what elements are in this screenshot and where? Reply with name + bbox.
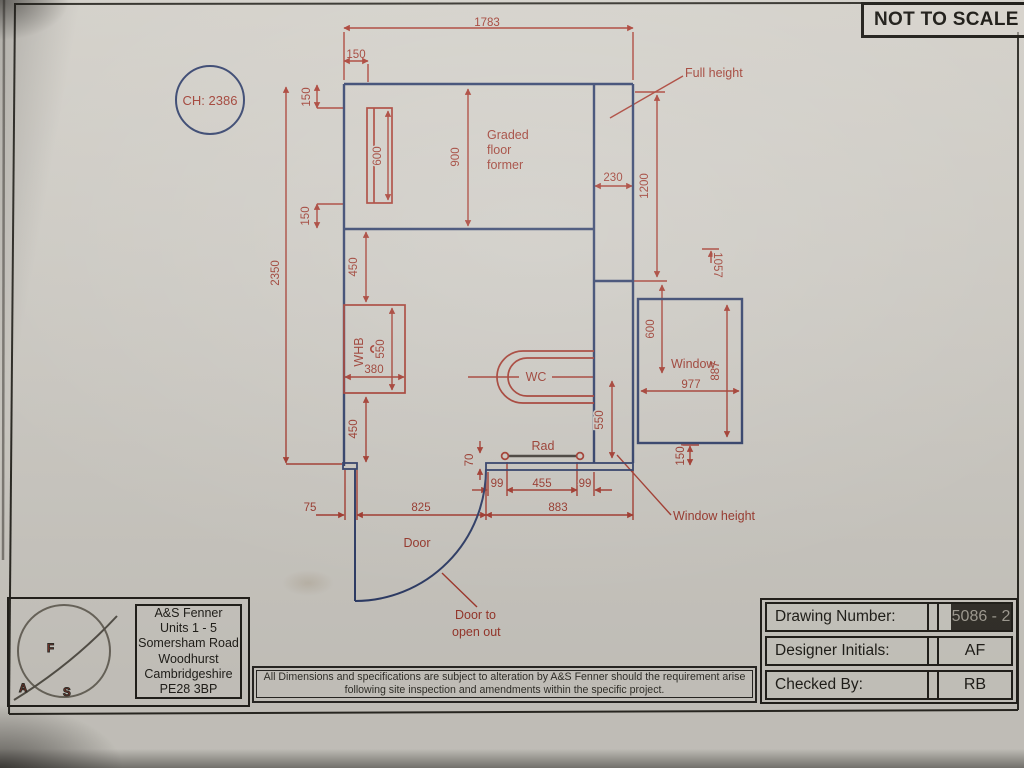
label-door-open-2: open out — [452, 625, 501, 639]
label-wc: WC — [526, 370, 547, 384]
dim-1200: 1200 — [639, 173, 651, 199]
title-row-separator — [927, 638, 939, 664]
drawing-number-label: Drawing Number: — [775, 608, 896, 625]
designer-initials-value: AF — [964, 642, 986, 659]
label-door-open-1: Door to — [455, 608, 496, 622]
title-row-checked-by: Checked By: RB — [765, 670, 1013, 700]
dim-75: 75 — [304, 502, 317, 514]
label-window: Window — [671, 357, 716, 371]
dim-2350: 2350 — [270, 260, 282, 286]
dim-380: 380 — [364, 364, 383, 376]
dim-230: 230 — [603, 172, 622, 184]
checked-by-label: Checked By: — [775, 676, 863, 693]
label-graded-1: Graded — [487, 128, 529, 142]
dim-600-window: 600 — [645, 319, 657, 338]
logo-letter-f: F — [47, 643, 54, 655]
dim-99-right: 99 — [579, 478, 592, 490]
label-full-height: Full height — [685, 66, 743, 80]
label-door: Door — [403, 536, 430, 550]
ceiling-height-note: CH: 2386 — [183, 93, 238, 108]
checked-by-value: RB — [963, 676, 987, 693]
dim-1057: 1057 — [711, 252, 723, 278]
label-rad: Rad — [532, 439, 555, 453]
label-window-height: Window height — [673, 509, 756, 523]
dimension-lines — [282, 24, 740, 608]
radiator — [500, 451, 585, 461]
company-address: A&S Fenner Units 1 - 5 Somersham Road Wo… — [135, 604, 242, 699]
door-swing-arc — [354, 468, 487, 602]
not-to-scale-label: NOT TO SCALE — [874, 9, 1019, 30]
dim-70: 70 — [464, 454, 476, 467]
label-whb: WHB — [352, 337, 366, 366]
address-line: Units 1 - 5 — [160, 620, 217, 635]
address-line: Cambridgeshire — [144, 666, 233, 681]
dim-150-left-lower: 150 — [300, 206, 312, 225]
dim-150-left-upper: 150 — [301, 87, 313, 106]
logo-address-box: F A S A&S Fenner Units 1 - 5 Somersham R… — [7, 597, 250, 707]
title-row-designer-initials: Designer Initials: AF — [765, 636, 1013, 666]
title-row-separator — [927, 672, 939, 698]
dim-825: 825 — [411, 502, 430, 514]
dim-450-upper: 450 — [348, 257, 360, 276]
paper-stain — [282, 570, 334, 596]
dim-900: 900 — [450, 147, 462, 166]
plan-labels: 1783 150 150 150 600 900 2350 450 450 WH… — [183, 17, 756, 639]
disclaimer-line-1: All Dimensions and specifications are su… — [263, 671, 746, 683]
bottom-wall — [485, 462, 634, 471]
drawing-number-value: 5086 - 2 — [951, 604, 1011, 630]
label-graded-3: former — [487, 158, 523, 172]
disclaimer-box: All Dimensions and specifications are su… — [252, 666, 757, 703]
dim-150-window: 150 — [675, 446, 687, 465]
dim-550-right: 550 — [594, 410, 606, 429]
dim-99-left: 99 — [491, 478, 504, 490]
dim-600-shelf: 600 — [372, 146, 384, 165]
dim-883: 883 — [548, 502, 567, 514]
title-row-drawing-number: Drawing Number: 5086 - 2 — [765, 602, 1013, 632]
not-to-scale-box: NOT TO SCALE — [861, 2, 1024, 38]
title-row-separator — [927, 604, 939, 630]
dim-1783: 1783 — [474, 17, 500, 29]
logo-letter-a: A — [19, 683, 27, 695]
address-line: Woodhurst — [158, 651, 219, 666]
disclaimer-line-2: following site inspection and amendments… — [344, 684, 665, 696]
designer-initials-label: Designer Initials: — [775, 642, 890, 659]
dim-450-lower: 450 — [348, 419, 360, 438]
address-line: PE28 3BP — [159, 682, 218, 697]
address-line: Somersham Road — [138, 636, 239, 651]
logo-circle — [17, 604, 111, 698]
dim-455: 455 — [532, 478, 551, 490]
address-line: A&S Fenner — [154, 605, 223, 620]
dim-550-whb: 550 — [375, 339, 387, 358]
dim-150-top: 150 — [346, 49, 365, 61]
dim-977: 977 — [681, 379, 700, 391]
logo-letter-s: S — [63, 687, 71, 699]
label-graded-2: floor — [487, 143, 511, 157]
company-logo: F A S — [11, 600, 121, 704]
